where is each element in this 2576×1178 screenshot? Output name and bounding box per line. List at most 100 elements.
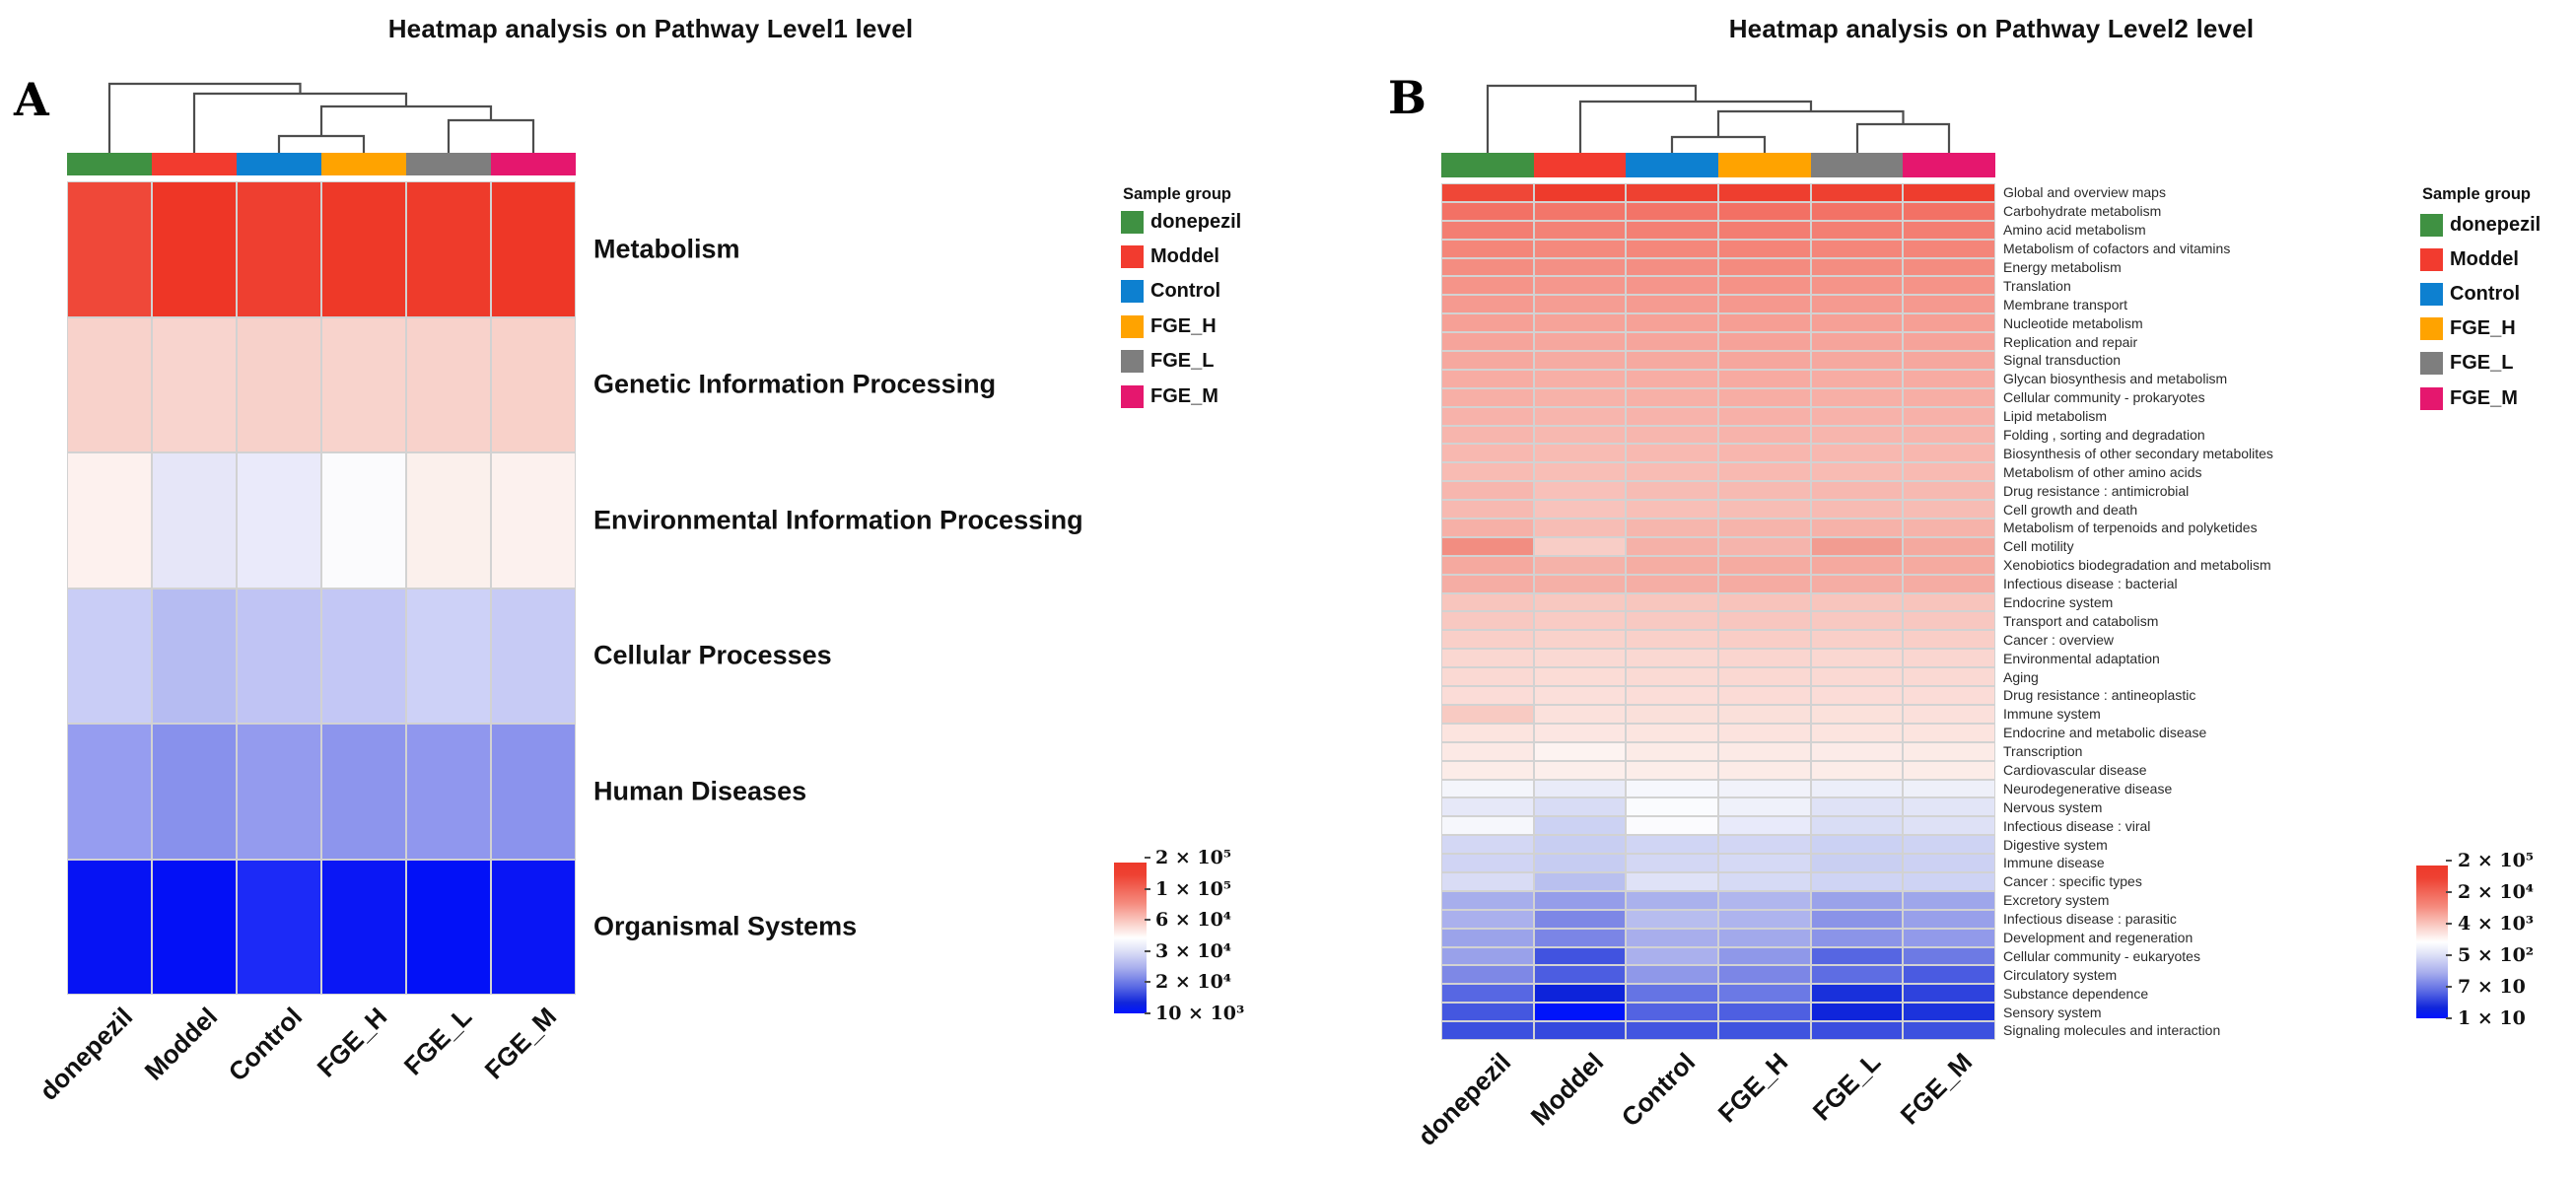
row-label: Biosynthesis of other secondary metaboli… [2003, 445, 2273, 461]
row-label: Organismal Systems [593, 911, 858, 941]
row-label: Energy metabolism [2003, 259, 2122, 275]
row-label: Aging [2003, 668, 2039, 685]
heatmap-cell [1811, 426, 1903, 444]
heatmap-cell [238, 317, 320, 451]
heatmap-cell [1442, 687, 1533, 704]
row-label: Infectious disease : bacterial [2003, 576, 2178, 592]
group-annotation-FGE_M [491, 153, 576, 175]
heatmap-cell [68, 725, 151, 859]
colorbar-tick-label: 2 × 10⁴ [1155, 971, 1232, 994]
heatmap-cell [1627, 929, 1717, 946]
heatmap-cell [1811, 612, 1903, 630]
heatmap-cell [1534, 966, 1626, 984]
row-label: Glycan biosynthesis and metabolism [2003, 371, 2228, 387]
heatmap-cell [1904, 650, 1994, 667]
heatmap-cell [1904, 780, 1994, 797]
heatmap-cell [1627, 742, 1717, 760]
heatmap-cell [1904, 612, 1994, 630]
dendrogram-a [107, 82, 535, 153]
heatmap-cell [1627, 575, 1717, 592]
heatmap-cell [1627, 724, 1717, 741]
heatmap-cell [1442, 407, 1533, 425]
heatmap-cell [1718, 202, 1810, 220]
heatmap-cell [1442, 1004, 1533, 1021]
heatmap-cell [1442, 463, 1533, 481]
heatmap-cell [1442, 929, 1533, 946]
heatmap-cell [322, 725, 405, 859]
heatmap-cell [1811, 872, 1903, 890]
row-label: Transport and catabolism [2003, 612, 2159, 629]
row-label: Cell motility [2003, 538, 2074, 555]
row-label: Circulatory system [2003, 966, 2118, 983]
heatmap-cell [1627, 855, 1717, 871]
heatmap-cell [1534, 388, 1626, 406]
heatmap-cell [238, 589, 320, 723]
heatmap-cell [1442, 947, 1533, 965]
heatmap-cell [1904, 929, 1994, 946]
heatmap-cell [1811, 966, 1903, 984]
heatmap-cell [1718, 537, 1810, 555]
heatmap-cell [1442, 352, 1533, 369]
heatmap-cell [68, 589, 151, 723]
row-label: Metabolism of other amino acids [2003, 463, 2202, 480]
panel-a-title: Heatmap analysis on Pathway Level1 level [387, 14, 914, 43]
heatmap-cell [1904, 575, 1994, 592]
heatmap-cell [1904, 407, 1994, 425]
heatmap-cell [1718, 724, 1810, 741]
heatmap-cell [1904, 687, 1994, 704]
heatmap-cell [1811, 221, 1903, 239]
heatmap-cell [1718, 966, 1810, 984]
row-label: Cellular community - prokaryotes [2003, 389, 2205, 406]
heatmap-cell [1534, 537, 1626, 555]
group-annotation-FGE_M [1903, 153, 1996, 177]
legend-item-Control: Control [2420, 281, 2520, 307]
heatmap-cell [1442, 426, 1533, 444]
heatmap-cell [1627, 314, 1717, 332]
heatmap-cell [1442, 966, 1533, 984]
legend-item-FGE_L: FGE_L [2420, 351, 2513, 377]
group-annotation-donepezil [1441, 153, 1534, 177]
heatmap-cell [1534, 184, 1626, 201]
heatmap-cell [1534, 445, 1626, 462]
heatmap-cell [1811, 985, 1903, 1003]
heatmap-cell [1718, 240, 1810, 257]
heatmap-cell [1627, 277, 1717, 295]
colorbar-tick-label: 1 × 10⁵ [1155, 877, 1232, 900]
heatmap-cell [1718, 575, 1810, 592]
heatmap-cell [1904, 836, 1994, 854]
colorbar-tick-label: 7 × 10 [2458, 976, 2526, 998]
heatmap-cell [1904, 202, 1994, 220]
row-label: Infectious disease : viral [2003, 817, 2151, 834]
heatmap-cell [407, 317, 490, 451]
heatmap-cell [1627, 947, 1717, 965]
heatmap-cell [1442, 705, 1533, 723]
heatmap-cell [153, 182, 236, 316]
colorbar-tick-mark [1145, 919, 1150, 922]
heatmap-cell [1534, 631, 1626, 649]
heatmap-cell [1627, 687, 1717, 704]
heatmap-cell [1811, 258, 1903, 276]
heatmap-cell [1811, 277, 1903, 295]
heatmap-cell [238, 725, 320, 859]
heatmap-cell [1534, 668, 1626, 686]
column-group-annotation-bar-b [1441, 153, 1996, 177]
heatmap-cell [1718, 482, 1810, 500]
heatmap-cell [1534, 742, 1626, 760]
heatmap-cell [153, 860, 236, 994]
heatmap-cell [1811, 575, 1903, 592]
colorbar-tick-mark [1145, 1012, 1150, 1014]
heatmap-cell [1627, 202, 1717, 220]
heatmap-cell [1811, 687, 1903, 704]
heatmap-cell [1627, 1022, 1717, 1039]
heatmap-cell [1627, 798, 1717, 816]
heatmap-cell [1718, 520, 1810, 536]
heatmap-cell [1718, 370, 1810, 387]
heatmap-cell [1811, 537, 1903, 555]
legend-item-FGE_M: FGE_M [2420, 385, 2518, 411]
heatmap-cell [1904, 631, 1994, 649]
row-label: Metabolism of cofactors and vitamins [2003, 241, 2231, 257]
row-label: Excretory system [2003, 892, 2110, 909]
heatmap-cell [1904, 705, 1994, 723]
heatmap-cell [1627, 296, 1717, 313]
heatmap-cell [1904, 184, 1994, 201]
